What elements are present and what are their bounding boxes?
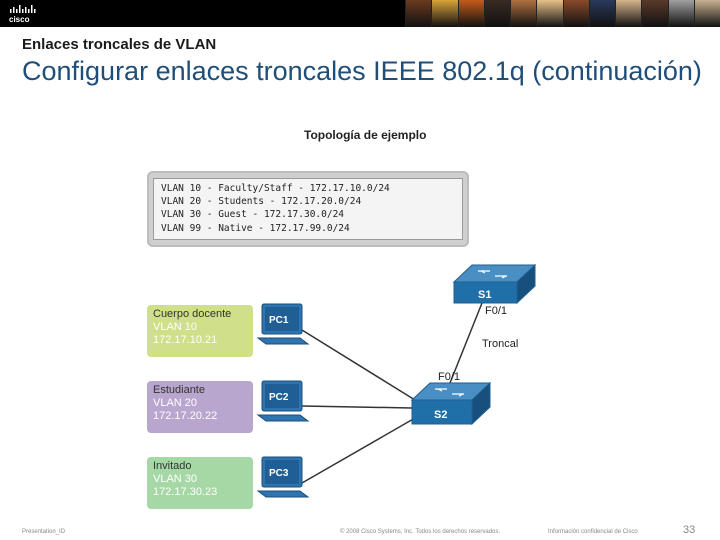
vlan-line: VLAN 30 - Guest - 172.17.30.0/24: [161, 209, 345, 221]
link-pc2: [301, 405, 413, 409]
cisco-logo: cisco: [8, 4, 44, 24]
banner-photo: [693, 0, 720, 27]
host-card-student: Estudiante VLAN 20 172.17.20.22: [147, 381, 253, 433]
switch-s1-icon: S1: [452, 263, 537, 305]
pc-label: PC1: [269, 315, 289, 326]
topology-title: Topología de ejemplo: [304, 128, 427, 142]
link-pc1: [301, 329, 416, 401]
banner-photo: [588, 0, 615, 27]
pc3-icon: PC3: [256, 456, 310, 498]
footer-presentation-id: Presentation_ID: [22, 529, 66, 535]
banner-photo: [510, 0, 537, 27]
switch-s2-icon: S2: [410, 381, 492, 426]
vlan-list-box: VLAN 10 - Faculty/Staff - 172.17.10.0/24…: [147, 171, 469, 247]
host-ip: 172.17.30.23: [153, 486, 218, 498]
s1-port-label: F0/1: [485, 305, 508, 317]
footer-copyright: © 2008 Cisco Systems, Inc. Todos los der…: [340, 529, 501, 535]
vlan-line: VLAN 10 - Faculty/Staff - 172.17.10.0/24: [161, 183, 390, 194]
trunk-label: Troncal: [482, 338, 519, 350]
banner-photo: [483, 0, 510, 27]
page-number: 33: [683, 524, 696, 536]
pc2-icon: PC2: [256, 380, 310, 422]
host-card-faculty: Cuerpo docente VLAN 10 172.17.10.21: [147, 305, 253, 357]
switch-s2-label: S2: [434, 409, 447, 421]
banner-photo: [405, 0, 432, 27]
host-vlan: VLAN 30: [153, 473, 198, 485]
switch-s1-label: S1: [478, 289, 491, 301]
photo-strip: [405, 0, 720, 27]
host-name: Estudiante: [153, 384, 205, 396]
top-banner: cisco: [0, 0, 720, 27]
pc-label: PC3: [269, 468, 289, 479]
banner-photo: [457, 0, 484, 27]
svg-text:cisco: cisco: [9, 15, 30, 24]
pc-label: PC2: [269, 392, 289, 403]
host-name: Cuerpo docente: [153, 308, 232, 320]
footer-confidential: Información confidencial de Cisco: [548, 529, 638, 535]
banner-photo: [667, 0, 694, 27]
vlan-line: VLAN 20 - Students - 172.17.20.0/24: [161, 196, 362, 208]
banner-photo: [562, 0, 589, 27]
trunk-link: [447, 302, 483, 389]
s2-port-label: F0/1: [438, 371, 461, 383]
host-name: Invitado: [153, 460, 192, 472]
banner-photo: [431, 0, 458, 27]
banner-photo: [615, 0, 642, 27]
host-ip: 172.17.10.21: [153, 334, 218, 346]
slide-title: Configurar enlaces troncales IEEE 802.1q…: [22, 56, 702, 86]
pc1-icon: PC1: [256, 303, 310, 345]
banner-photo: [536, 0, 563, 27]
host-vlan: VLAN 20: [153, 397, 198, 409]
section-subtitle: Enlaces troncales de VLAN: [22, 36, 217, 53]
banner-photo: [641, 0, 668, 27]
vlan-line: VLAN 99 - Native - 172.17.99.0/24: [161, 222, 350, 234]
host-vlan: VLAN 10: [153, 321, 198, 333]
host-ip: 172.17.20.22: [153, 410, 218, 422]
host-card-guest: Invitado VLAN 30 172.17.30.23: [147, 457, 253, 509]
link-pc3: [301, 417, 416, 484]
